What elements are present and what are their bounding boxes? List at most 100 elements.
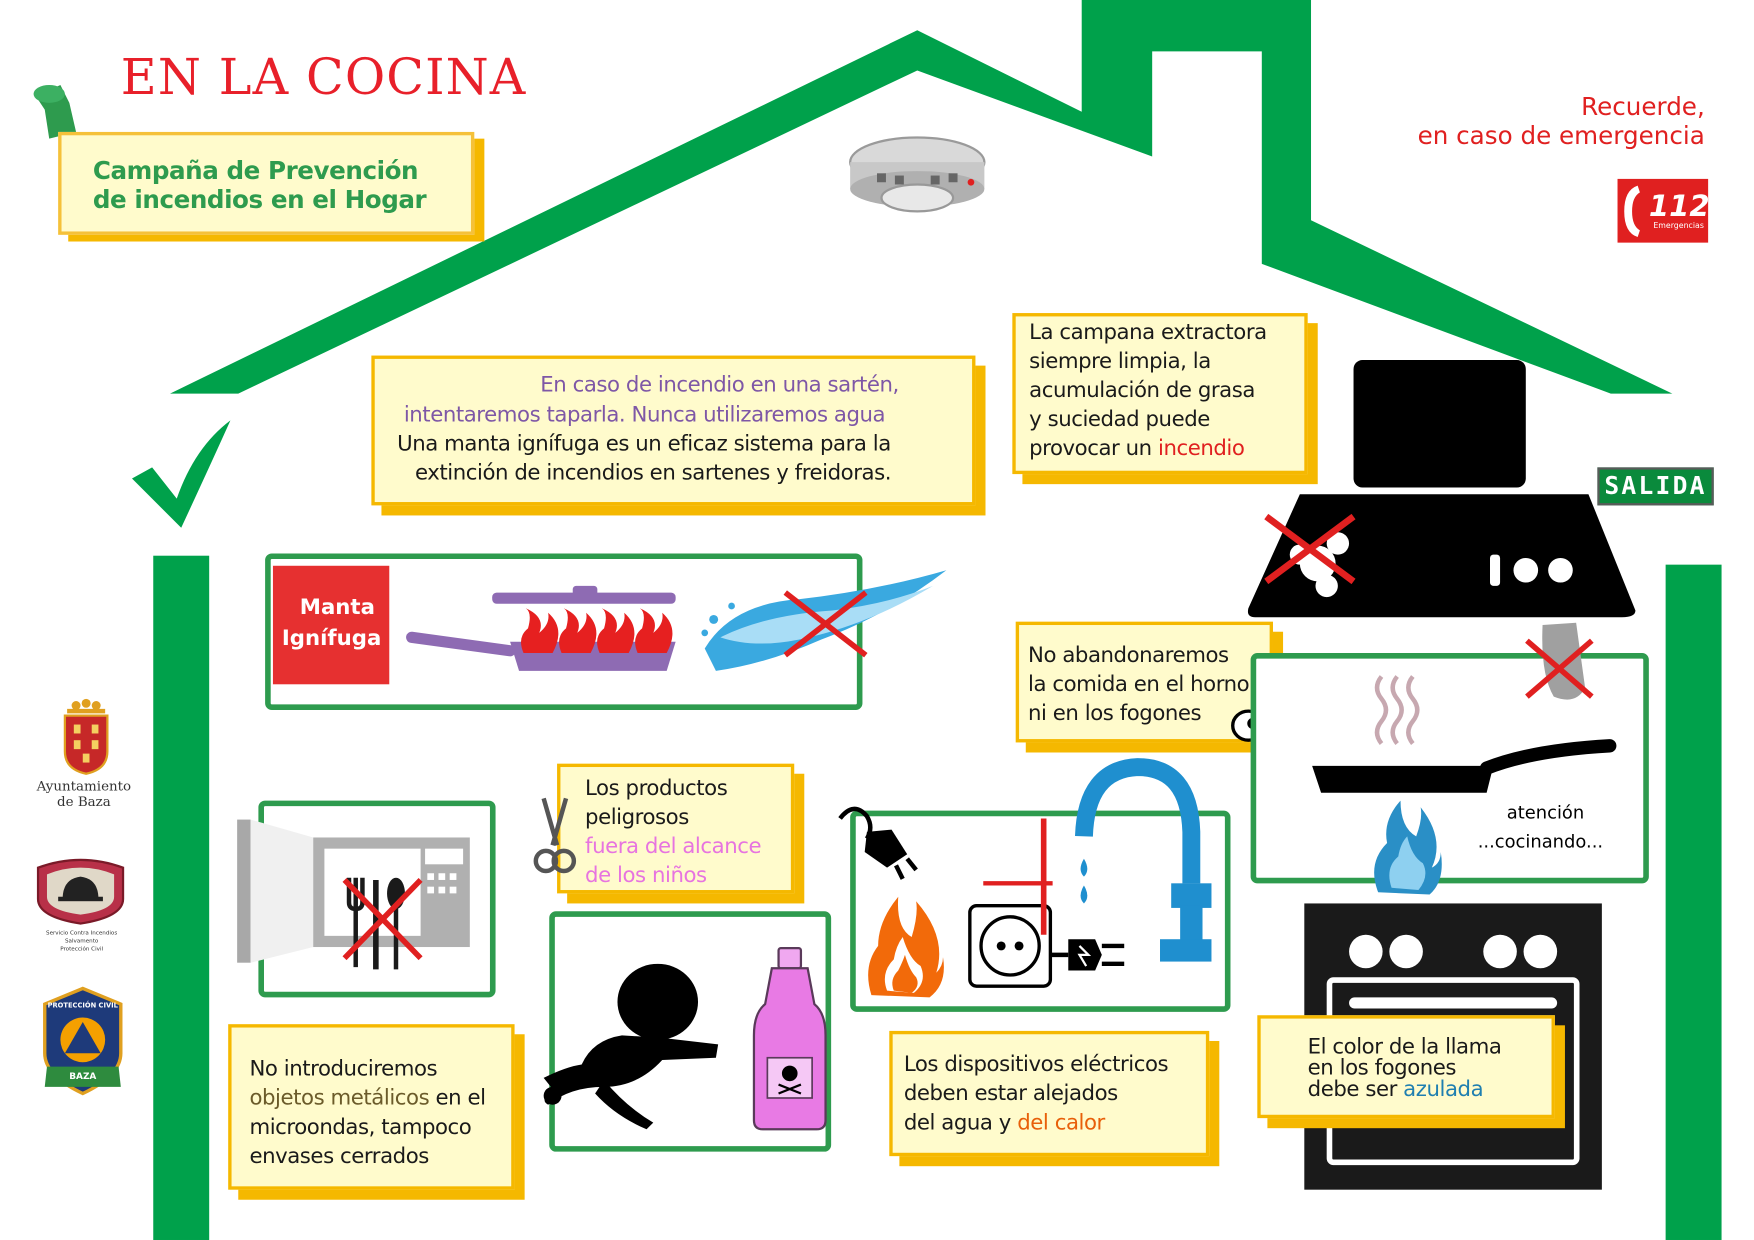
flame-line-3: debe ser azulada	[1307, 1076, 1484, 1102]
flame-line-3-highlight: azulada	[1403, 1076, 1484, 1102]
flame-color-note: El color de la llama en los fogones debe…	[1257, 1015, 1555, 1119]
fire-service-line-3: Protección Civil	[60, 945, 104, 953]
electric-note: Los dispositivos eléctricos deben estar …	[889, 1030, 1210, 1157]
emergency-label: Emergencias	[1653, 221, 1704, 231]
campaign-note: Campaña de Prevención de incendios en el…	[58, 131, 475, 235]
pan-fire-note: En caso de incendio en una sartén, inten…	[371, 355, 976, 506]
microwave-icon	[237, 819, 470, 970]
burner-2	[1389, 934, 1423, 969]
microwave-line-2: objetos metálicos en el	[249, 1085, 486, 1111]
campaign-line-2: de incendios en el Hogar	[92, 186, 427, 215]
blanket-label-line-2: Ignífuga	[281, 626, 382, 651]
cloth-cross-icon	[1525, 622, 1594, 700]
flame-icon	[520, 608, 673, 653]
hood-line-5: provocar un incendio	[1029, 436, 1245, 461]
cooking-frame: atención ...cocinando...	[1250, 622, 1649, 884]
microwave-line-2-text: en el	[429, 1085, 486, 1111]
microwave-line-4: envases cerrados	[249, 1143, 429, 1169]
burner-4	[1523, 934, 1558, 969]
bleach-bottle-icon	[752, 947, 827, 1131]
water-splash-icon	[701, 570, 947, 671]
campaign-line-1: Campaña de Prevención	[92, 157, 419, 186]
fire-service-badge-icon	[36, 858, 125, 925]
electric-line-3-text: del agua y	[903, 1110, 1018, 1135]
pan-fire-line-4: extinción de incendios en sartenes y fre…	[415, 460, 892, 486]
oven-handle	[1349, 997, 1558, 1009]
burner-3	[1483, 934, 1517, 969]
hood-line-5-highlight: incendio	[1158, 436, 1245, 461]
plug-icon	[838, 806, 918, 880]
flame-line-1: El color de la llama	[1307, 1034, 1502, 1059]
cooking-caption-line-2: ...cocinando...	[1477, 830, 1604, 853]
hood-line-5-text: provocar un	[1029, 436, 1159, 461]
products-line-3: fuera del alcance	[585, 834, 762, 859]
civil-protection-text: PROTECCIÓN CIVIL	[47, 1001, 118, 1010]
page-title-text: EN LA COCINA	[120, 49, 527, 107]
hood-line-4: y suciedad puede	[1029, 406, 1210, 432]
flame-icon	[868, 896, 944, 998]
flame-icon	[1374, 800, 1442, 895]
electric-frame	[838, 758, 1231, 1012]
pan-fire-line-2: intentaremos taparla. Nunca utilizaremos…	[403, 402, 886, 428]
civil-protection-logo: PROTECCIÓN CIVIL BAZA	[40, 986, 125, 1098]
oven-line-2: la comida en el horno	[1028, 671, 1250, 697]
emergency-number: 112	[1648, 190, 1710, 224]
steam-icon	[1374, 675, 1420, 745]
plug-icon	[1050, 939, 1125, 971]
products-note: Los productos peligrosos fuera del alcan…	[557, 763, 795, 894]
oven-line-1: No abandonaremos	[1028, 642, 1229, 668]
coat-of-arms-icon	[63, 698, 109, 775]
socket-icon	[968, 903, 1053, 988]
baby-frame	[543, 911, 832, 1152]
products-line-4: de los niños	[585, 863, 707, 888]
emergency-reminder: Recuerde, en caso de emergencia	[1342, 93, 1705, 152]
products-line-1: Los productos	[585, 775, 728, 801]
blanket-frame: Manta Ignífuga	[265, 553, 947, 711]
hood-note: La campana extractora siempre limpia, la…	[1012, 313, 1308, 475]
fire-service-line-2: Salvamento	[64, 938, 99, 945]
cross-mark-icon	[983, 818, 1053, 935]
flame-line-2: en los fogones	[1307, 1055, 1457, 1081]
check-mark-icon	[131, 420, 231, 528]
ayuntamiento-line-1: Ayuntamiento	[36, 778, 132, 794]
burner-1	[1349, 934, 1383, 969]
exit-sign: SALIDA	[1597, 467, 1714, 506]
page-title: EN LA COCINA	[121, 49, 527, 106]
faucet-icon	[1074, 758, 1212, 962]
fire-service-logo: Servicio Contra Incendios Salvamento Pro…	[20, 850, 143, 957]
emergency-line-1: Recuerde,	[1581, 93, 1705, 122]
cooking-caption-line-1: atención	[1506, 801, 1585, 823]
smoke-detector-icon	[849, 136, 986, 213]
products-line-2: peligrosos	[585, 805, 689, 830]
electric-line-2: deben estar alejados	[903, 1081, 1118, 1106]
ayuntamiento-logo: Ayuntamiento de Baza	[22, 695, 145, 814]
oven-line-3: ni en los fogones	[1028, 701, 1202, 726]
microwave-line-1: No introduciremos	[249, 1056, 438, 1082]
baby-silhouette-icon	[543, 963, 719, 1130]
civil-protection-city: BAZA	[69, 1071, 97, 1082]
microwave-frame	[237, 800, 496, 998]
frying-pan-icon	[1312, 739, 1617, 793]
extractor-hood-icon	[1247, 360, 1636, 618]
fire-blanket: Manta Ignífuga	[272, 565, 390, 685]
civil-protection-badge-icon	[43, 986, 123, 1096]
electric-line-1: Los dispositivos eléctricos	[903, 1052, 1169, 1077]
flame-line-3-text: debe ser	[1307, 1076, 1404, 1102]
microwave-line-2-highlight: objetos metálicos	[249, 1085, 430, 1111]
handset-icon	[1624, 185, 1640, 238]
microwave-line-3: microondas, tampoco	[249, 1114, 472, 1140]
ayuntamiento-line-2: de Baza	[57, 793, 111, 810]
blanket-label-line-1: Manta	[299, 594, 375, 620]
electric-line-3: del agua y del calor	[904, 1110, 1105, 1135]
pan-fire-line-3: Una manta ignífuga es un eficaz sistema …	[397, 431, 891, 457]
emergency-line-2: en caso de emergencia	[1417, 122, 1705, 151]
phone-112-icon: 112 Emergencias	[1617, 178, 1710, 243]
exit-sign-text: SALIDA	[1604, 472, 1707, 501]
hood-line-1: La campana extractora	[1029, 319, 1267, 345]
fire-service-line-1: Servicio Contra Incendios	[46, 930, 118, 937]
oven-note: No abandonaremos la comida en el horno n…	[1015, 621, 1273, 743]
scissors-icon	[533, 797, 577, 874]
electric-line-3-highlight: del calor	[1017, 1110, 1105, 1135]
